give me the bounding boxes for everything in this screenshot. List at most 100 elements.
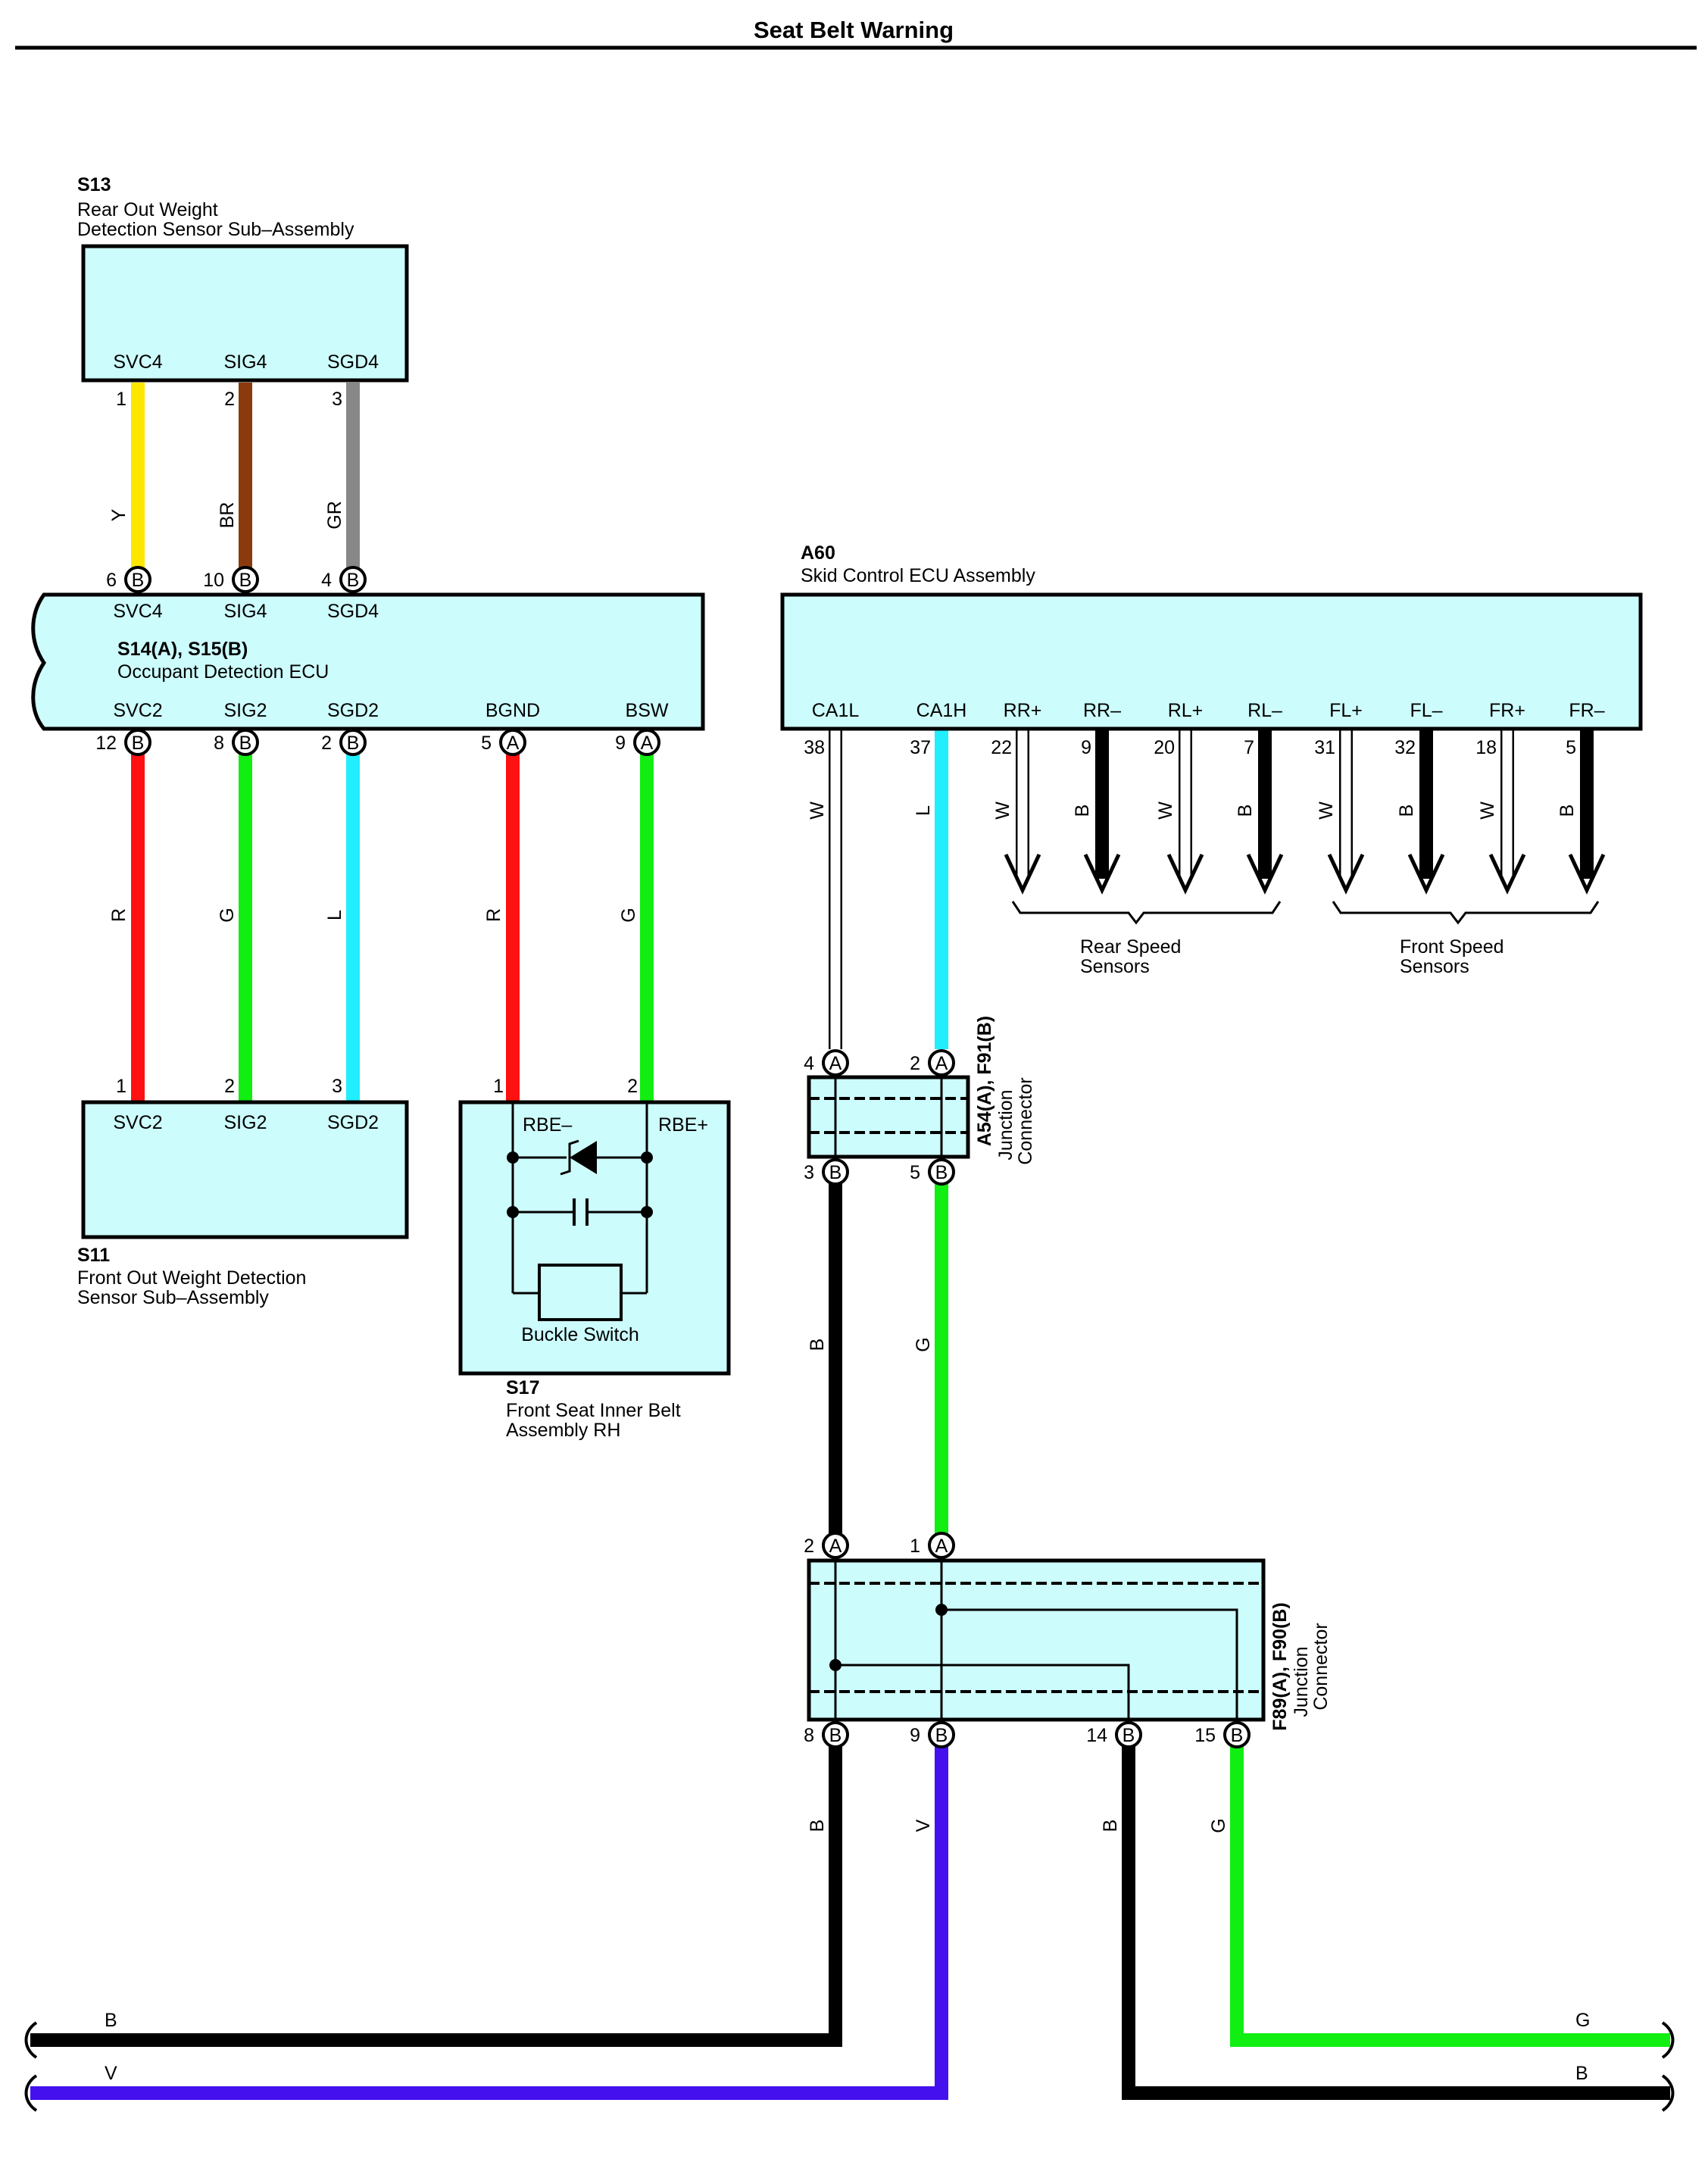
jc1-bottom-conn-2: [928, 1158, 955, 1186]
a60-pins: CA1L38CA1H37RR+22RR–9RL+20RL–7FL+31FL–32…: [804, 700, 1605, 758]
s14-bottom-pin-bgnd: BGND: [486, 700, 540, 721]
s17-pin-rbe-minus: RBE–: [523, 1114, 572, 1136]
s17-pin-rbe-plus: RBE+: [658, 1114, 708, 1136]
arrow-down-icon: [1407, 853, 1445, 895]
zener-diode-icon: [570, 1141, 597, 1174]
speed-wire-label: B: [1072, 805, 1093, 817]
arrow-down-icon: [1488, 853, 1526, 895]
jc2-top-letter-2: A: [935, 1536, 948, 1557]
speed-wire-label: W: [992, 801, 1013, 820]
s11-pinnum-3: 3: [332, 1076, 342, 1097]
s14-bottom-conn-letter-1: B: [132, 733, 145, 754]
rear-sensors-label-2: Sensors: [1080, 956, 1150, 977]
a60-pin-number: 37: [910, 737, 931, 758]
jc2-label-3: Connector: [1310, 1623, 1332, 1710]
s17-inner-label: Buckle Switch: [521, 1324, 639, 1345]
jc2-node-1: [935, 1604, 948, 1616]
jc2-bottom-conn-4: [1223, 1721, 1251, 1748]
break-marker-right-2: [1661, 2074, 1675, 2112]
s14-top-num-3: 4: [321, 570, 332, 591]
jc1-top-letter-2: A: [935, 1053, 948, 1074]
speed-wire-label: W: [1316, 801, 1337, 820]
s14-code: S14(A), S15(B): [117, 639, 248, 660]
a60-pin-label: FL+: [1329, 700, 1363, 721]
wire-label-l1: L: [324, 910, 345, 920]
s11-name-1: Front Out Weight Detection: [77, 1267, 306, 1289]
s14-bottom-conn-3: [339, 729, 367, 756]
jc1-label-1: A54(A), F91(B): [974, 1016, 995, 1146]
arrow-down-icon: [1246, 853, 1284, 895]
jc2-top-num-1: 2: [804, 1536, 814, 1557]
s14-bottom-conn-2: [232, 729, 259, 756]
a60-code: A60: [801, 542, 835, 564]
s14-top-conn-letter-1: B: [132, 570, 145, 591]
s17-code: S17: [506, 1377, 539, 1398]
jc2-bottom-conn-3: [1115, 1721, 1142, 1748]
s11-name-2: Sensor Sub–Assembly: [77, 1287, 269, 1308]
jc2-internal-links: [834, 1548, 1238, 1735]
s11-box: [81, 1100, 409, 1239]
jc2-bottom-conn-1: [822, 1721, 849, 1748]
jc1-box: [807, 1075, 970, 1159]
a60-pin-label: FR+: [1489, 700, 1525, 721]
s17-pinnum-2: 2: [627, 1076, 638, 1097]
arrow-down-icon: [1083, 853, 1121, 895]
jc2-bottom-num-3: 14: [1086, 1725, 1107, 1746]
arrow-down-icon: [1004, 853, 1041, 895]
jc1-bottom-conn-1: [822, 1158, 849, 1186]
speed-wire-label: B: [1557, 805, 1578, 817]
a60-pin-number: 9: [1081, 737, 1091, 758]
s14-bottom-pin-sig2: SIG2: [224, 700, 267, 721]
a60-pin-number: 32: [1394, 737, 1416, 758]
wire-jc2-15: [1230, 1735, 1670, 2047]
s14-bottom-num-3: 2: [321, 733, 332, 754]
s14-bottom-conn-letter-5: A: [641, 733, 654, 754]
a60-pin-number: 31: [1314, 737, 1335, 758]
jc2-top-num-2: 1: [910, 1536, 920, 1557]
s13-pin-svc4: SVC4: [113, 352, 162, 373]
s11-pin-sgd2: SGD2: [327, 1112, 379, 1133]
a60-pin-label: CA1H: [916, 700, 967, 721]
s14-bottom-conn-1: [124, 729, 151, 756]
s13-name-2: Detection Sensor Sub–Assembly: [77, 219, 354, 240]
a60-box: [780, 592, 1643, 731]
s14-top-conn-1: [124, 566, 151, 593]
break-marker-left-1: [24, 2021, 38, 2059]
a60-pin-label: FR–: [1569, 700, 1604, 721]
s13-code: S13: [77, 174, 111, 195]
wire-jc2-14: [1122, 1735, 1670, 2100]
s13-name-1: Rear Out Weight: [77, 199, 218, 220]
jc1-top-num-1: 4: [804, 1053, 814, 1074]
a60-pin-label: CA1L: [812, 700, 860, 721]
jc1-bottom-num-2: 5: [910, 1162, 920, 1183]
s14-bottom-conn-letter-4: A: [507, 733, 520, 754]
jc1-label-2: Junction: [995, 1089, 1016, 1160]
s14-top-conn-2: [232, 566, 259, 593]
s17-internal-circuit: [507, 1102, 653, 1321]
wire-label-jc2-9: V: [913, 1819, 934, 1832]
a60-pin-number: 20: [1154, 737, 1175, 758]
a60-pin-number: 5: [1566, 737, 1576, 758]
jc1-top-conn-1: [822, 1049, 849, 1076]
wire-label-jc2-15: G: [1208, 1818, 1229, 1832]
s14-bottom-num-1: 12: [95, 733, 117, 754]
s14-bottom-num-4: 5: [481, 733, 492, 754]
a60-pin-label: FL–: [1410, 700, 1442, 721]
arrow-down-icon: [1327, 853, 1365, 895]
wire-label-g2: G: [618, 908, 639, 922]
jc1-label-3: Connector: [1015, 1077, 1036, 1164]
front-sensors-label-2: Sensors: [1400, 956, 1469, 977]
wire-label-r1: R: [108, 908, 130, 922]
s14-top-pin-svc4: SVC4: [113, 601, 162, 622]
wire-label-y: Y: [108, 508, 130, 521]
wire-label-gr: GR: [324, 501, 345, 530]
wire-label-br: BR: [217, 502, 238, 529]
s13-pinnum-1: 1: [116, 389, 126, 410]
jc2-bottom-letter-3: B: [1123, 1725, 1135, 1746]
a60-pin-number: 18: [1475, 737, 1497, 758]
s11-pinnum-1: 1: [116, 1076, 126, 1097]
s14-top-conn-3: [339, 566, 367, 593]
wire-label-ca1l: W: [807, 801, 828, 820]
s14-bottom-pin-bsw: BSW: [626, 700, 669, 721]
